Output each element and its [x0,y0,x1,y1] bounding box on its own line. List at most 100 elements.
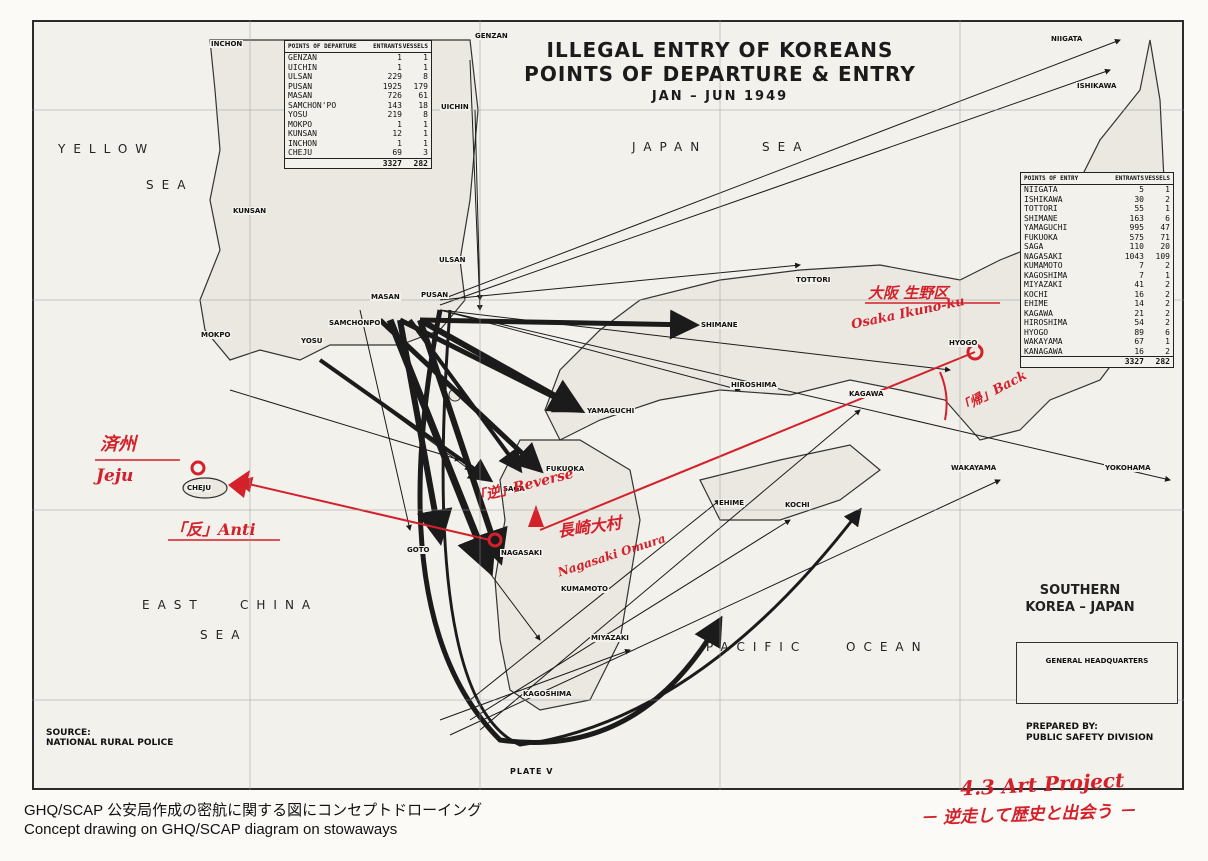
place-hiroshima: HIROSHIMA [730,381,778,389]
region-line-1: SOUTHERN [1039,583,1121,598]
entry-vessels-cell: 6 [1165,213,1170,223]
departure-vessels-cell: 61 [418,91,428,100]
place-saga: SAGA [502,485,526,493]
place-kunsan: KUNSAN [232,207,268,215]
east-china-sea-label-1: EAST [142,598,205,612]
entry-total-entrants: 3327 [1124,357,1144,366]
entry-entrants-cell: 1043 [1124,251,1144,261]
departure-table-header: POINTS OF DEPARTURE ENTRANTS VESSELS [285,41,431,53]
place-hyogo: HYOGO [948,339,979,347]
place-wakayama: WAKAYAMA [950,464,998,472]
departure-total-vessels: 282 [413,158,428,168]
project-title: 4.3 Art Project － 逆走して歴史と出会う － [920,768,1136,829]
place-miyazaki: MIYAZAKI [590,634,630,642]
entry-header-vessels: VESSELS [1144,175,1170,182]
entry-entrants-cell: 16 [1134,346,1144,356]
place-ulsan: ULSAN [438,256,467,264]
entry-entrants-cell: 41 [1134,280,1144,289]
entry-point-cell: KUMAMOTO [1024,261,1063,270]
yellow-sea-label: YELLOW [58,142,156,156]
departure-entrants-cell: 726 [387,91,402,100]
entry-entrants-cell: 89 [1134,327,1144,337]
departure-vessels-cell: 1 [423,53,428,62]
entry-header-point: POINTS OF ENTRY [1024,175,1079,182]
entry-vessels-cell: 6 [1165,327,1170,337]
yellow-sea-label-2: SEA [146,178,194,192]
place-yamaguchi: YAMAGUCHI [586,407,636,415]
departure-vessels-cell: 1 [423,62,428,72]
pacific-label: PACIFIC [706,640,808,654]
departure-entrants-cell: 69 [392,148,402,157]
departure-entrants-cell: 219 [387,110,402,119]
red-routes [95,302,1000,541]
region-label: SOUTHERN KOREA – JAPAN [1010,582,1150,616]
annotation-jeju-roman: Jeju [96,466,134,486]
source-note: SOURCE: NATIONAL RURAL POLICE [46,728,173,748]
departure-vessels-cell: 1 [423,129,428,138]
place-kumamoto: KUMAMOTO [560,585,610,593]
place-yosu: YOSU [300,337,324,345]
entry-vessels-cell: 1 [1165,185,1170,194]
place-nagasaki: NAGASAKI [500,549,543,557]
entry-entrants-cell: 110 [1129,242,1144,251]
entry-vessels-cell: 2 [1165,346,1170,356]
entry-point-cell: KAGOSHIMA [1024,270,1068,280]
departure-vessels-cell: 8 [423,72,428,81]
entry-point-cell: HYOGO [1024,327,1049,337]
caption-line-2: Concept drawing on GHQ/SCAP diagram on s… [24,821,398,838]
departure-point-cell: PUSAN [288,81,313,91]
entry-total-vessels: 282 [1155,357,1170,366]
entry-point-cell: EHIME [1024,299,1049,308]
entry-entrants-cell: 30 [1134,194,1144,204]
departure-point-cell: KUNSAN [288,129,317,138]
annotation-osaka-kanji: 大阪 生野区 [868,284,949,302]
departure-point-cell: SAMCHON'PO [288,100,337,110]
departure-point-cell: INCHON [288,138,317,148]
entry-entrants-cell: 55 [1134,204,1144,213]
departure-entrants-cell: 143 [387,100,402,110]
departure-total-label [288,159,368,169]
entry-point-cell: MIYAZAKI [1024,280,1063,289]
entry-header-entrants: ENTRANTS [1115,175,1144,182]
departure-header-vessels: VESSELS [402,43,428,50]
entry-total-row: 3327 282 [1021,356,1173,367]
place-kagawa: KAGAWA [848,390,885,398]
prepared-by: PREPARED BY: PUBLIC SAFETY DIVISION [1026,722,1153,744]
plate-label: PLATE V [510,767,554,776]
departure-entrants-cell: 1 [397,138,402,148]
place-samchonpo: SAMCHONPO [328,319,382,327]
entry-vessels-cell: 2 [1165,308,1170,318]
place-niigata: NIIGATA [1050,35,1084,43]
entry-vessels-cell: 2 [1165,299,1170,308]
entry-point-cell: KAGAWA [1024,308,1053,318]
place-uichin: UICHIN [440,103,470,111]
entry-table: POINTS OF ENTRY ENTRANTS VESSELS NIIGATA… [1020,172,1174,368]
entry-vessels-cell: 20 [1160,242,1170,251]
hq-box: GENERAL HEADQUARTERS [1016,642,1178,704]
entry-vessels-cell: 1 [1165,270,1170,280]
place-shimane: SHIMANE [700,321,739,329]
jeju-marker [190,460,206,476]
source-org: NATIONAL RURAL POLICE [46,738,174,748]
place-kagoshima: KAGOSHIMA [522,690,573,698]
departure-point-cell: GENZAN [288,53,317,62]
entry-vessels-cell: 1 [1165,204,1170,213]
project-line-2: － 逆走して歴史と出会う － [919,801,1136,829]
